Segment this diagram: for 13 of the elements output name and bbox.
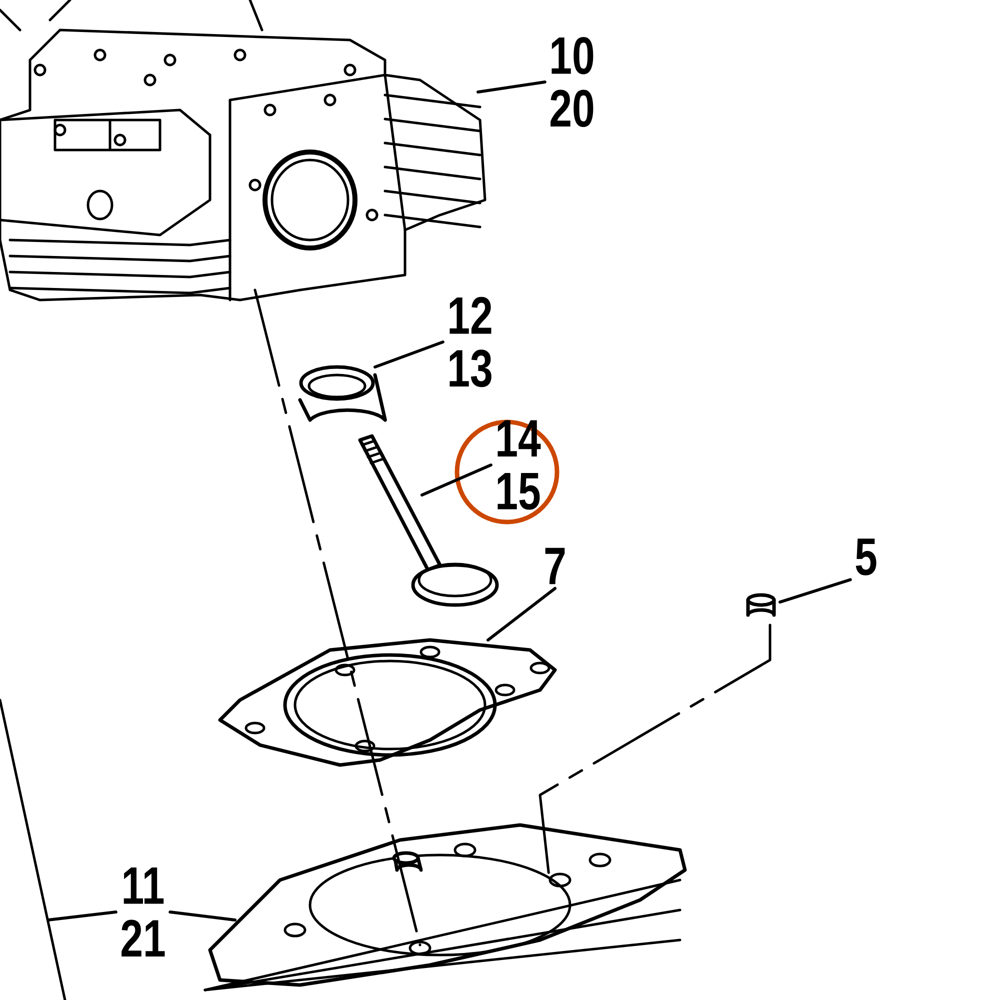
callout-number: 14 15 (498, 420, 541, 510)
leader-line (374, 340, 444, 368)
callout-number: 7 (545, 548, 565, 584)
leader-line (778, 578, 852, 604)
callout-number: 10 20 (550, 36, 594, 128)
leader-line (46, 910, 118, 922)
leader-line (476, 80, 546, 94)
leader-line (486, 586, 556, 642)
callout-number: 11 21 (122, 868, 165, 957)
callout-number: 12 13 (450, 296, 492, 388)
callout-number: 5 (856, 538, 876, 576)
leader-line (420, 464, 492, 496)
leader-line (168, 910, 236, 922)
